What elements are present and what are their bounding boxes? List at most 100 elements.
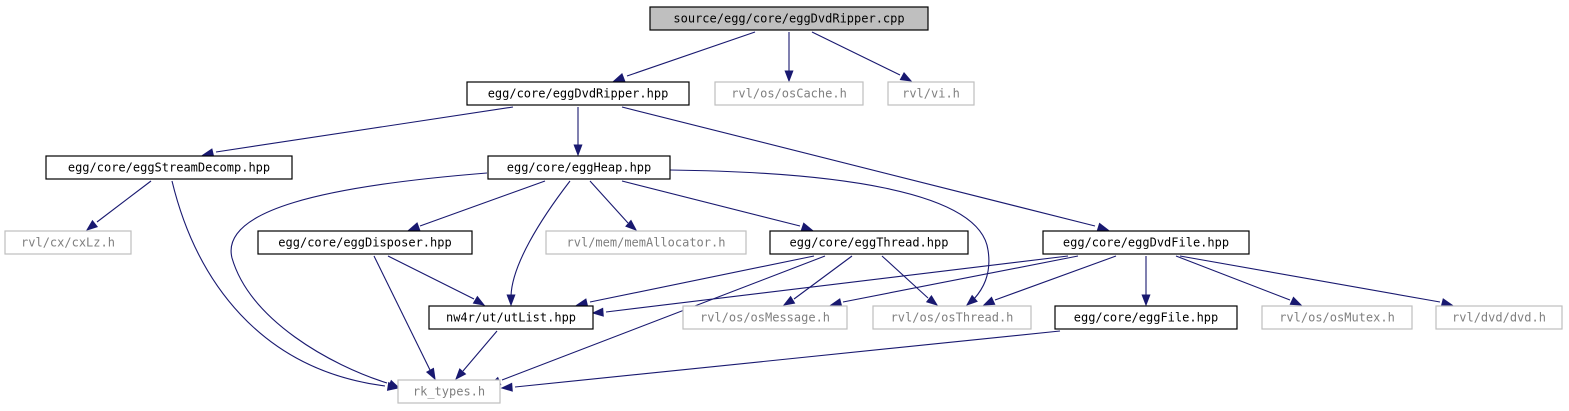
node-cxlz-h[interactable]: rvl/cx/cxLz.h bbox=[4, 230, 132, 255]
node-label: rvl/os/osThread.h bbox=[891, 311, 1014, 325]
node-osmutex-h[interactable]: rvl/os/osMutex.h bbox=[1261, 305, 1413, 330]
node-oscache-h[interactable]: rvl/os/osCache.h bbox=[714, 81, 864, 106]
edge-thread-to-osthread bbox=[881, 255, 939, 306]
arrowhead-icon bbox=[500, 382, 513, 392]
node-label: rk_types.h bbox=[413, 385, 485, 399]
arrowhead-icon bbox=[472, 295, 486, 306]
edge-line bbox=[605, 255, 1069, 313]
edges-layer bbox=[85, 31, 1454, 392]
edge-line bbox=[793, 255, 853, 300]
arrowhead-icon bbox=[899, 71, 913, 82]
node-dvd-h[interactable]: rvl/dvd/dvd.h bbox=[1435, 305, 1563, 330]
node-eggdvdfile-hpp[interactable]: egg/core/eggDvdFile.hpp bbox=[1042, 230, 1250, 255]
node-eggdvdripper-hpp[interactable]: egg/core/eggDvdRipper.hpp bbox=[466, 81, 690, 106]
node-label: egg/core/eggStreamDecomp.hpp bbox=[68, 161, 270, 175]
node-label: rvl/mem/memAllocator.h bbox=[567, 236, 726, 250]
edge-line bbox=[419, 180, 546, 227]
edge-heap-to-osthread bbox=[669, 169, 990, 306]
edge-line bbox=[842, 255, 1079, 303]
arrowhead-icon bbox=[201, 148, 215, 158]
edge-disposer-to-rktypes bbox=[373, 255, 436, 381]
edge-heap-to-utlist bbox=[506, 180, 571, 307]
arrowhead-icon bbox=[982, 296, 996, 306]
node-osthread-h[interactable]: rvl/os/osThread.h bbox=[872, 305, 1032, 330]
arrowhead-icon bbox=[829, 298, 843, 307]
edge-dvdfile-to-utlist bbox=[591, 255, 1069, 317]
node-label: rvl/dvd/dvd.h bbox=[1452, 311, 1546, 325]
node-label: egg/core/eggThread.hpp bbox=[790, 236, 949, 250]
arrowhead-icon bbox=[573, 144, 583, 157]
node-eggfile-hpp[interactable]: egg/core/eggFile.hpp bbox=[1054, 305, 1238, 330]
arrowhead-icon bbox=[1096, 222, 1110, 232]
edge-utlist-to-rktypes bbox=[455, 330, 498, 381]
node-osmessage-h[interactable]: rvl/os/osMessage.h bbox=[682, 305, 848, 330]
edge-disposer-to-utlist bbox=[387, 255, 486, 306]
arrowhead-icon bbox=[85, 219, 99, 231]
edge-thread-to-osmessage bbox=[782, 255, 853, 306]
edge-line bbox=[96, 180, 152, 223]
edge-streamdecomp-to-rktypes bbox=[171, 180, 400, 391]
edge-line bbox=[589, 180, 629, 224]
node-utlist-hpp[interactable]: nw4r/ut/utList.hpp bbox=[428, 305, 594, 330]
node-eggheap-hpp[interactable]: egg/core/eggHeap.hpp bbox=[487, 155, 671, 180]
arrowhead-icon bbox=[591, 307, 604, 317]
node-rk-types-h[interactable]: rk_types.h bbox=[397, 379, 501, 404]
edge-dvdfile-to-file bbox=[1141, 256, 1151, 307]
edge-ripper_hpp-to-heap bbox=[573, 107, 583, 157]
node-label: egg/core/eggHeap.hpp bbox=[507, 161, 652, 175]
arrowhead-icon bbox=[800, 222, 814, 231]
node-label: nw4r/ut/utList.hpp bbox=[446, 311, 576, 325]
node-memallocator-h[interactable]: rvl/mem/memAllocator.h bbox=[545, 230, 747, 255]
edge-line bbox=[811, 31, 901, 76]
edge-line bbox=[621, 106, 1096, 227]
edge-line bbox=[1175, 255, 1291, 301]
edge-line bbox=[230, 172, 488, 384]
node-eggdisposer-hpp[interactable]: egg/core/eggDisposer.hpp bbox=[257, 230, 473, 255]
edge-ripper_hpp-to-dvdfile bbox=[621, 106, 1110, 232]
arrowhead-icon bbox=[925, 294, 939, 306]
edge-line bbox=[510, 180, 571, 297]
edge-heap-to-rktypes bbox=[230, 172, 488, 389]
edge-streamdecomp-to-cxlz bbox=[85, 180, 152, 231]
node-eggthread-hpp[interactable]: egg/core/eggThread.hpp bbox=[769, 230, 969, 255]
edge-file-to-rktypes bbox=[500, 330, 1061, 392]
edge-heap-to-memalloc bbox=[589, 180, 638, 231]
edge-line bbox=[387, 255, 475, 300]
edge-line bbox=[1179, 255, 1441, 303]
edge-dvdfile-to-dvd bbox=[1179, 255, 1454, 307]
edge-line bbox=[621, 180, 801, 227]
arrowhead-icon bbox=[1289, 296, 1303, 306]
edge-line bbox=[994, 255, 1117, 301]
node-label: rvl/cx/cxLz.h bbox=[21, 236, 115, 250]
arrowhead-icon bbox=[784, 70, 794, 83]
edge-dvdfile-to-osmutex bbox=[1175, 255, 1303, 306]
node-vi-h[interactable]: rvl/vi.h bbox=[887, 81, 975, 106]
edge-line bbox=[589, 255, 815, 303]
arrowhead-icon bbox=[387, 379, 401, 389]
node-label: egg/core/eggDvdRipper.hpp bbox=[488, 87, 669, 101]
node-label: egg/core/eggFile.hpp bbox=[1074, 311, 1219, 325]
arrowhead-icon bbox=[575, 298, 589, 308]
arrowhead-icon bbox=[407, 222, 421, 231]
edge-dvdfile-to-osthread bbox=[982, 255, 1117, 306]
edge-line bbox=[669, 169, 990, 300]
edge-line bbox=[626, 31, 756, 77]
edge-ripper_hpp-to-streamdecomp bbox=[201, 106, 514, 158]
arrowhead-icon bbox=[965, 294, 978, 306]
node-label: rvl/os/osMessage.h bbox=[700, 311, 830, 325]
arrowhead-icon bbox=[612, 73, 626, 82]
node-root-eggdvdripper-cpp[interactable]: source/egg/core/eggDvdRipper.cpp bbox=[649, 6, 929, 31]
edge-root-to-oscache bbox=[784, 32, 794, 83]
edge-root-to-ripper_hpp bbox=[612, 31, 756, 82]
node-label: source/egg/core/eggDvdRipper.cpp bbox=[673, 12, 904, 26]
arrowhead-icon bbox=[506, 294, 516, 307]
node-eggstreamdecomp-hpp[interactable]: egg/core/eggStreamDecomp.hpp bbox=[45, 155, 293, 180]
arrowhead-icon bbox=[425, 367, 436, 381]
node-label: rvl/vi.h bbox=[902, 87, 960, 101]
edge-line bbox=[501, 255, 826, 381]
edge-root-to-vi bbox=[811, 31, 913, 82]
edge-heap-to-disposer bbox=[407, 180, 546, 231]
edge-line bbox=[215, 106, 514, 153]
edge-line bbox=[514, 330, 1061, 388]
